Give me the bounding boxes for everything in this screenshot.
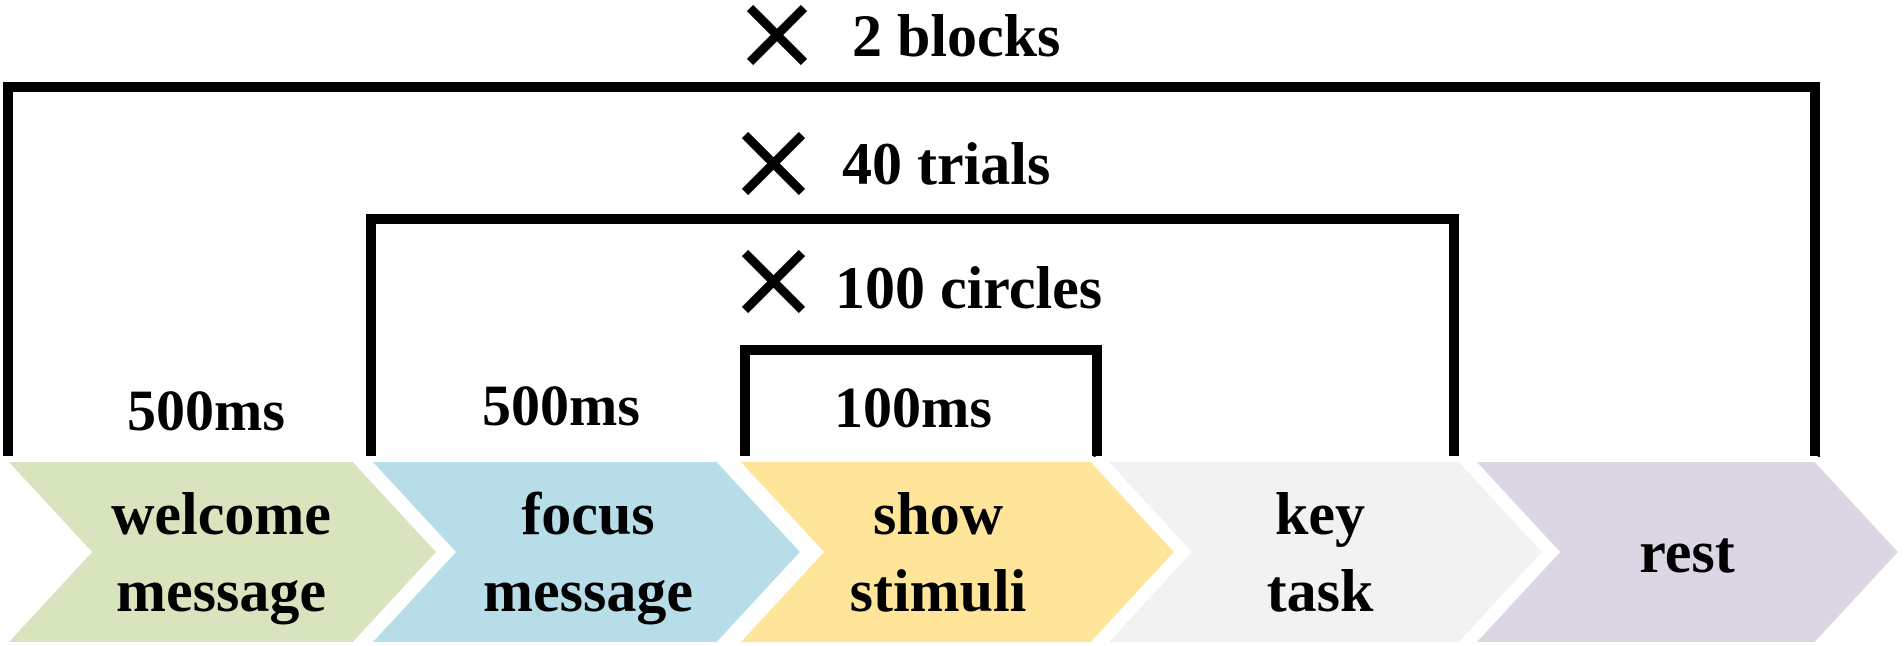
step-welcome: welcome message <box>0 456 445 646</box>
times-icon <box>741 131 806 196</box>
loop-trials: 40 trials <box>366 131 1459 457</box>
bracket-blocks <box>3 82 1820 457</box>
chevron-key-task <box>1095 456 1551 646</box>
step-rest: rest <box>1463 456 1904 646</box>
chevron-focus <box>359 456 809 646</box>
chevron-stimuli <box>727 456 1183 646</box>
step-label-key-task-line1: key <box>1275 481 1365 547</box>
loop-circles: 100 circles <box>740 249 1102 457</box>
duration-label-focus: 500ms <box>482 373 640 438</box>
step-label-focus-line2: message <box>483 558 693 624</box>
step-label-stimuli-line1: show <box>873 481 1004 547</box>
loop-blocks: 2 blocks <box>3 3 1820 457</box>
chevron-welcome <box>0 456 445 646</box>
times-icon <box>746 4 808 66</box>
bracket-circles <box>740 345 1102 457</box>
step-focus: focus message <box>359 456 809 646</box>
step-label-welcome-line1: welcome <box>111 481 331 547</box>
step-stimuli: show stimuli <box>727 456 1183 646</box>
step-label-rest: rest <box>1639 519 1735 585</box>
step-label-stimuli-line2: stimuli <box>850 558 1027 624</box>
duration-label-welcome: 500ms <box>127 378 285 443</box>
loop-label-blocks: 2 blocks <box>852 3 1060 69</box>
duration-label-stimuli: 100ms <box>834 375 992 440</box>
step-key-task: key task <box>1095 456 1551 646</box>
times-icon <box>741 249 806 314</box>
loop-label-circles: 100 circles <box>835 255 1102 321</box>
step-label-key-task-line2: task <box>1267 558 1374 624</box>
bracket-trials <box>366 214 1459 457</box>
step-label-welcome-line2: message <box>116 558 326 624</box>
loop-label-trials: 40 trials <box>842 131 1050 197</box>
chevron-rest <box>1463 456 1904 646</box>
step-label-focus-line1: focus <box>521 481 654 547</box>
